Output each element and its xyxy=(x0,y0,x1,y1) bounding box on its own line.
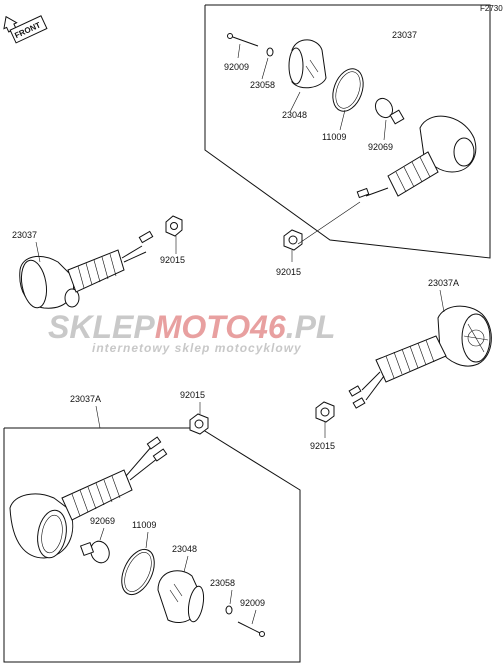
label-top-nut: 92015 xyxy=(276,267,301,277)
figure-code: F2730 xyxy=(480,4,503,13)
watermark-part4: .PL xyxy=(286,309,336,345)
label-bottom-ring: 11009 xyxy=(132,520,156,530)
left-signal-assembly-icon xyxy=(19,230,154,309)
label-bottom-nut: 92015 xyxy=(180,390,205,400)
label-bottom-assembly: 23037A xyxy=(70,394,101,404)
top-screw-icon xyxy=(227,33,259,47)
label-bottom-bulb: 92069 xyxy=(90,516,115,526)
label-right-assembly: 23037A xyxy=(428,278,459,288)
right-nut-icon xyxy=(315,401,335,438)
watermark-part3: 46 xyxy=(249,309,286,345)
svg-text:SKLEPMOTO46.PL: SKLEPMOTO46.PL xyxy=(48,309,335,345)
bottom-bulb-icon xyxy=(79,527,110,564)
label-top-lens: 23048 xyxy=(282,110,307,120)
label-right-nut: 92015 xyxy=(310,441,335,451)
watermark-part2: MOTO xyxy=(155,309,251,345)
bottom-washer-icon xyxy=(225,589,233,615)
bottom-signal-housing-icon xyxy=(9,436,168,559)
bottom-group-frame xyxy=(3,427,301,663)
watermark-tagline: internetowy sklep motocyklowy xyxy=(92,341,302,355)
top-group-frame xyxy=(204,4,491,259)
label-top-screw: 92009 xyxy=(224,62,249,72)
label-bottom-lens: 23048 xyxy=(172,544,197,554)
top-bulb-icon xyxy=(374,97,405,125)
label-bottom-washer: 23058 xyxy=(210,578,235,588)
top-ring-icon xyxy=(332,68,364,112)
top-signal-housing-icon xyxy=(356,115,477,199)
watermark-logo: SKLEPMOTO46.PL internetowy sklep motocyk… xyxy=(48,309,335,355)
label-left-nut: 92015 xyxy=(160,255,185,265)
top-leader-lines xyxy=(237,43,387,262)
label-top-bulb: 92069 xyxy=(368,142,393,152)
bottom-screw-icon xyxy=(237,609,265,637)
top-washer-icon xyxy=(266,47,274,57)
front-arrow-icon: FRONT xyxy=(3,15,48,44)
bottom-ring-icon xyxy=(121,531,155,596)
label-top-assembly: 23037 xyxy=(392,30,417,40)
label-left-assembly: 23037 xyxy=(12,230,37,240)
label-top-washer: 23058 xyxy=(250,80,275,90)
label-top-ring: 11009 xyxy=(322,132,346,142)
right-signal-assembly-icon xyxy=(348,289,492,409)
watermark-part1: SKLEP xyxy=(48,309,155,345)
top-nut-icon xyxy=(283,229,303,251)
bottom-nut-icon xyxy=(189,402,209,435)
left-nut-icon xyxy=(165,215,183,254)
bottom-lens-icon xyxy=(157,555,205,623)
label-bottom-screw: 92009 xyxy=(240,598,265,608)
top-lens-icon xyxy=(288,39,327,89)
